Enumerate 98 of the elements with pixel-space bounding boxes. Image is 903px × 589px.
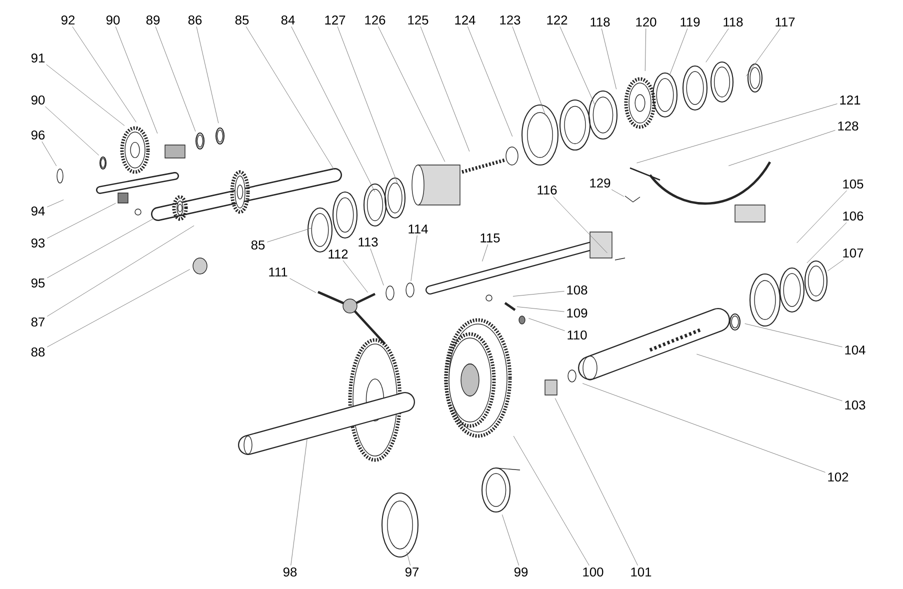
- leader-line: [46, 200, 64, 208]
- callout-number: 120: [636, 17, 656, 27]
- leader-line: [337, 26, 398, 184]
- callout-number: 116: [538, 185, 557, 195]
- leader-line: [669, 28, 688, 76]
- leader-line: [582, 383, 826, 473]
- callout-number: 100: [583, 567, 604, 577]
- callout-number: 118: [590, 17, 610, 27]
- callout-number: 128: [838, 121, 858, 131]
- callout-number: 99: [514, 567, 528, 577]
- callout-number: 95: [31, 278, 45, 288]
- callout-number: 87: [31, 317, 45, 327]
- leader-line: [246, 26, 335, 170]
- callout-number: 118: [724, 17, 743, 27]
- leader-line: [706, 28, 729, 62]
- callout-number: 105: [843, 179, 864, 189]
- leader-line: [406, 552, 411, 566]
- leader-line: [420, 26, 470, 152]
- callout-number: 86: [188, 15, 202, 25]
- callout-number: 123: [500, 15, 520, 25]
- callout-number: 113: [358, 237, 378, 247]
- callout-number: 84: [281, 15, 295, 25]
- leader-line: [516, 306, 564, 312]
- callout-number: 102: [828, 472, 848, 482]
- leader-line: [554, 398, 638, 566]
- leader-line: [636, 104, 838, 164]
- callout-number: 93: [31, 238, 45, 248]
- leader-line: [46, 64, 125, 126]
- leader-line: [528, 318, 565, 331]
- leader-line: [467, 26, 513, 137]
- leader-line: [46, 218, 154, 278]
- leader-line: [744, 323, 842, 348]
- callout-number: 129: [590, 178, 610, 188]
- callout-number: 85: [235, 15, 249, 25]
- leader-line: [291, 26, 376, 192]
- leader-line: [266, 228, 312, 242]
- callout-number: 101: [631, 567, 652, 577]
- callout-number: 121: [840, 96, 860, 104]
- callout-number: 91: [31, 53, 45, 63]
- leader-line: [696, 354, 842, 402]
- callout-number: 119: [680, 17, 700, 27]
- leader-line: [370, 248, 384, 286]
- leader-line: [827, 259, 844, 272]
- callout-number: 110: [568, 330, 587, 340]
- leader-line: [513, 436, 590, 566]
- callout-number: 92: [61, 15, 75, 25]
- callout-number: 108: [567, 285, 588, 295]
- leader-line: [290, 438, 308, 566]
- leader-line: [502, 514, 520, 566]
- callout-number: 125: [408, 15, 428, 25]
- callout-number: 109: [567, 308, 588, 318]
- leader-line: [42, 141, 57, 166]
- callout-number: 114: [408, 224, 428, 234]
- leader-line: [290, 278, 316, 293]
- callout-number: 85: [251, 240, 265, 250]
- leader-line: [410, 235, 418, 282]
- leader-line: [644, 28, 646, 72]
- leader-line: [155, 26, 196, 132]
- leader-line: [611, 189, 624, 197]
- leader-line: [512, 291, 564, 297]
- leader-line: [553, 196, 608, 254]
- callout-number: 124: [455, 16, 476, 24]
- leader-line: [44, 106, 100, 156]
- leader-line: [746, 28, 781, 77]
- callout-number: 88: [31, 347, 45, 357]
- callout-number: 117: [776, 18, 795, 26]
- callout-number: 112: [328, 250, 348, 258]
- leader-line: [196, 26, 219, 124]
- leader-line: [342, 260, 368, 293]
- leader-line: [115, 26, 158, 134]
- leader-line: [601, 28, 617, 90]
- leader-line: [806, 222, 847, 264]
- leader-line: [378, 26, 446, 162]
- callout-number: 90: [31, 95, 45, 105]
- callout-number: 96: [31, 130, 45, 140]
- callout-number: 111: [269, 268, 288, 276]
- callout-number: 94: [31, 206, 45, 216]
- callout-number: 127: [325, 16, 346, 24]
- leader-line: [560, 26, 596, 106]
- leader-line: [796, 190, 847, 244]
- callout-number: 122: [547, 16, 568, 24]
- callout-number: 97: [405, 567, 419, 577]
- callout-number: 107: [843, 248, 864, 258]
- callout-number: 103: [845, 400, 866, 410]
- leader-line: [46, 202, 116, 239]
- leader-line: [46, 225, 194, 317]
- leader-line: [46, 269, 190, 348]
- leader-line: [72, 26, 136, 122]
- leader-line: [482, 244, 488, 262]
- callout-number: 115: [480, 234, 500, 242]
- callout-number: 90: [106, 15, 120, 25]
- leader-line: [728, 130, 836, 166]
- callout-number: 126: [365, 15, 386, 25]
- leader-line: [512, 26, 546, 116]
- callout-number: 89: [146, 15, 160, 25]
- callout-number: 106: [843, 211, 864, 221]
- callout-number: 104: [845, 345, 866, 355]
- callout-number: 98: [283, 567, 297, 577]
